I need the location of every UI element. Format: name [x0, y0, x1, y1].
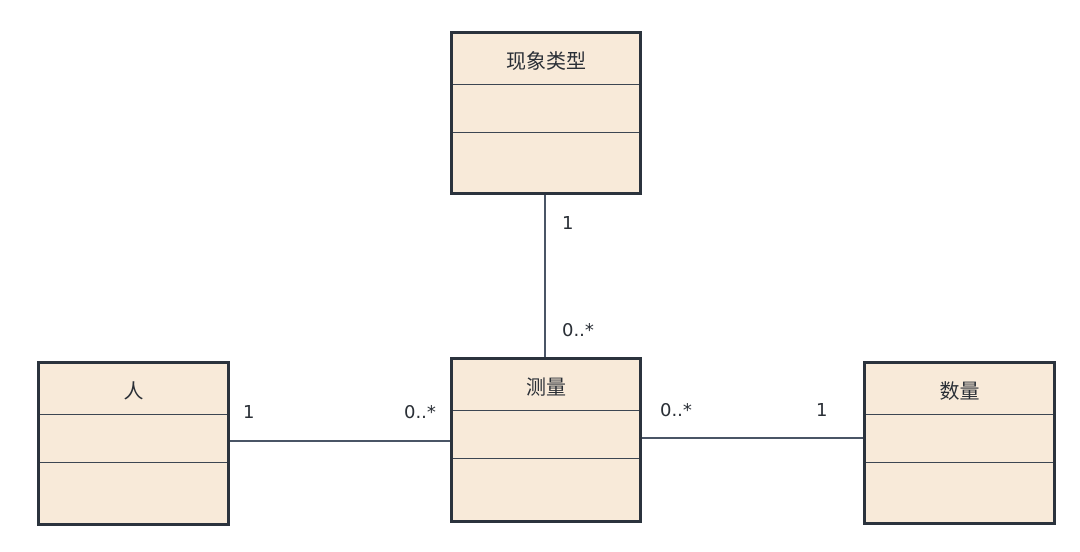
association-line-measurement-quantity — [638, 437, 866, 439]
class-attributes-compartment — [40, 415, 227, 463]
class-attributes-compartment — [453, 85, 639, 133]
association-line-person-measurement — [228, 440, 453, 442]
multiplicity-quantity-end: 1 — [816, 400, 828, 421]
multiplicity-measurement-end-right: 0..* — [660, 400, 692, 421]
multiplicity-measurement-end-top: 0..* — [562, 320, 594, 341]
multiplicity-person-end: 1 — [243, 402, 255, 423]
class-operations-compartment — [453, 133, 639, 192]
class-quantity[interactable]: 数量 — [863, 361, 1056, 525]
association-line-phenomenon-measurement — [544, 193, 546, 361]
class-phenomenon-type[interactable]: 现象类型 — [450, 31, 642, 195]
class-measurement[interactable]: 测量 — [450, 357, 642, 523]
class-name: 数量 — [866, 364, 1053, 415]
multiplicity-measurement-end-left: 0..* — [404, 402, 436, 423]
multiplicity-phenomenon-end: 1 — [562, 213, 574, 234]
class-name: 现象类型 — [453, 34, 639, 85]
class-name: 测量 — [453, 360, 639, 411]
class-attributes-compartment — [453, 411, 639, 459]
class-operations-compartment — [40, 463, 227, 523]
class-name: 人 — [40, 364, 227, 415]
class-operations-compartment — [866, 463, 1053, 522]
class-operations-compartment — [453, 459, 639, 520]
class-person[interactable]: 人 — [37, 361, 230, 526]
class-attributes-compartment — [866, 415, 1053, 463]
